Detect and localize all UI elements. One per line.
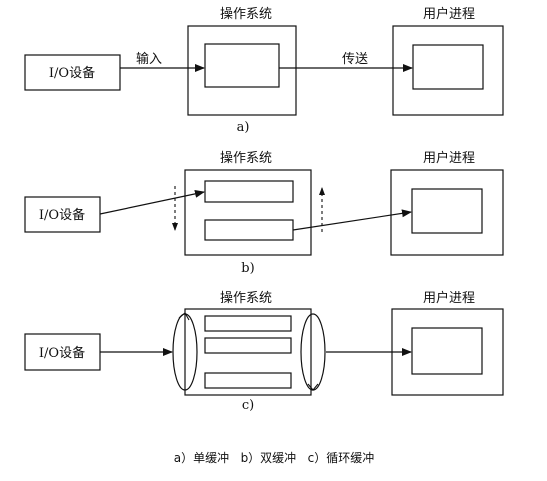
panel-a-process-box <box>392 25 504 116</box>
panel-b-buffer-1 <box>204 180 294 203</box>
panel-c-right-cycle-arrowhead <box>307 383 319 391</box>
panel-a-buffer <box>204 43 280 88</box>
panel-a-input-label: 输入 <box>136 51 162 67</box>
panel-c-buffer-1 <box>204 315 292 332</box>
panel-b-os-title: 操作系统 <box>220 150 272 166</box>
panel-c-circular-buffer: 操作系统 用户进程 I/O设备 c) <box>24 290 504 413</box>
panel-c-right-cycle-ring <box>300 313 326 391</box>
panel-c-os-title: 操作系统 <box>220 290 272 306</box>
panel-b-io-device-label: I/O设备 <box>39 207 85 223</box>
panel-b-sublabel: b) <box>241 261 254 276</box>
panel-b-os-box <box>184 169 312 256</box>
panel-c-process-area <box>411 327 483 375</box>
panel-a-single-buffer: 操作系统 用户进程 I/O设备 输入 传送 a) <box>24 6 504 135</box>
panel-b-process-area <box>411 188 483 234</box>
figure-caption: a）单缓冲 b）双缓冲 c）循环缓冲 <box>174 450 374 465</box>
panel-b-transfer-arrow <box>292 209 412 231</box>
panel-c-os-box <box>184 308 312 396</box>
panel-a-process-title: 用户进程 <box>423 6 475 22</box>
panel-b-io-device-box <box>24 196 101 233</box>
panel-b-buffer-2 <box>204 219 294 241</box>
panel-c-process-title: 用户进程 <box>423 290 475 306</box>
panel-c-buffer-2 <box>204 337 292 354</box>
panel-a-os-title: 操作系统 <box>220 6 272 22</box>
panel-b-process-title: 用户进程 <box>423 150 475 166</box>
panel-b-double-buffer: 操作系统 用户进程 I/O设备 b) <box>24 150 504 276</box>
panel-c-io-device-label: I/O设备 <box>39 345 85 361</box>
panel-b-process-box <box>390 169 504 256</box>
panel-c-left-cycle-arrowhead <box>178 312 190 321</box>
panel-a-transfer-label: 传送 <box>342 52 368 67</box>
panel-a-io-device-label: I/O设备 <box>49 65 95 81</box>
panel-c-sublabel: c) <box>242 398 254 413</box>
panel-b-input-arrow <box>99 189 205 215</box>
panel-a-sublabel: a) <box>237 120 250 135</box>
panel-a-io-device-box <box>24 54 121 91</box>
panel-a-process-area <box>412 44 484 90</box>
panel-a-os-box <box>187 25 297 116</box>
panel-c-buffer-3 <box>204 372 292 389</box>
